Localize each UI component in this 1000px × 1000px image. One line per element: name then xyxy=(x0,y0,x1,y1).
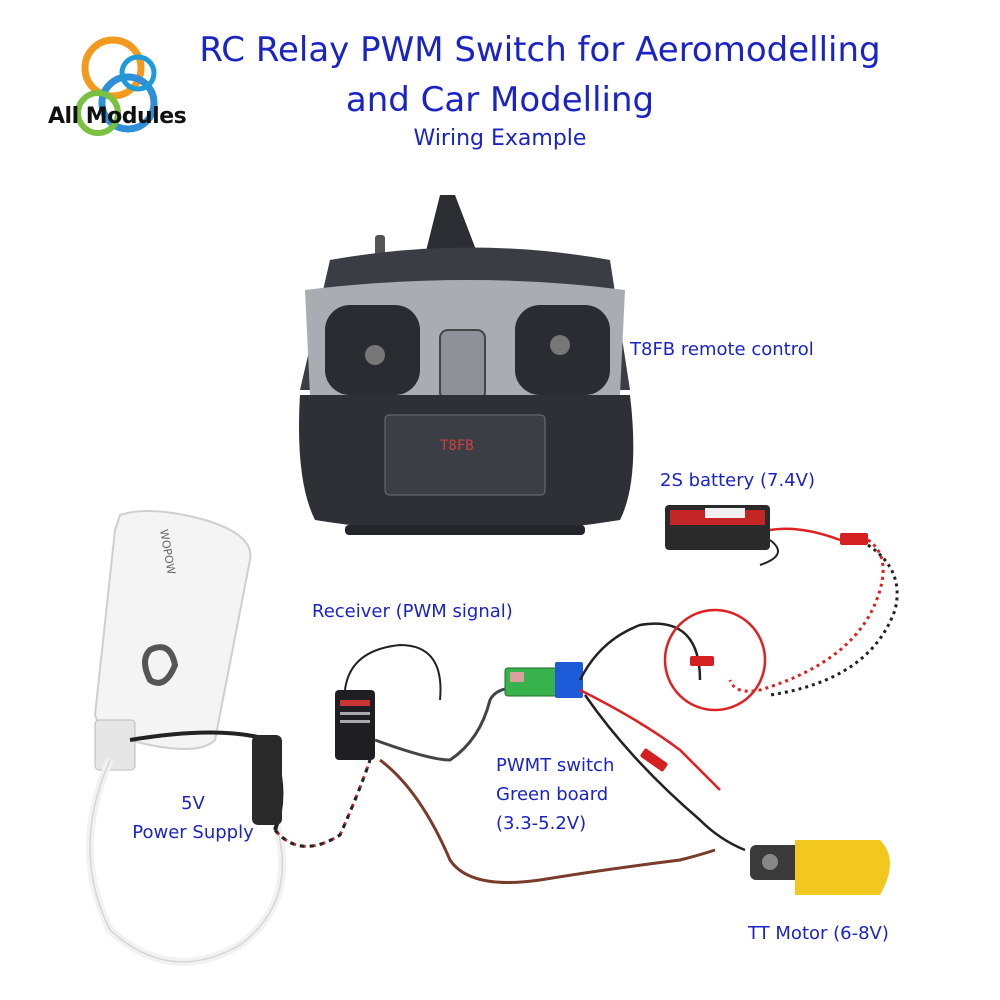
label-power-line2: Power Supply xyxy=(132,821,254,843)
logo-swirl-icon xyxy=(75,36,158,136)
label-switch-line1: PWMT switch xyxy=(496,755,615,776)
label-power-line1: 5V xyxy=(181,793,205,814)
jst-connector-motor xyxy=(640,748,668,772)
label-switch-line3: (3.3-5.2V) xyxy=(496,812,587,834)
label-remote: T8FB remote control xyxy=(630,339,814,360)
label-switch-line2: Green board xyxy=(496,783,609,805)
label-motor: TT Motor (6-8V) xyxy=(748,923,889,944)
power-bank: WOPOW xyxy=(93,510,252,771)
title-line-1: RC Relay PWM Switch for Aeromodelling xyxy=(199,30,881,70)
jst-connector xyxy=(690,656,714,666)
label-switch: PWMT switch Green board (3.3-5.2V) xyxy=(496,752,614,838)
battery xyxy=(665,505,868,566)
receiver xyxy=(335,643,442,760)
all-modules-logo: All Modules xyxy=(18,28,218,148)
remote-display-text: T8FB xyxy=(440,438,474,454)
label-power: 5V Power Supply xyxy=(118,790,268,848)
pwm-switch-board xyxy=(504,662,583,698)
remote-control: T8FB xyxy=(299,195,634,535)
tt-motor xyxy=(750,840,890,895)
label-battery: 2S battery (7.4V) xyxy=(660,470,816,491)
logo-text: All Modules xyxy=(48,104,187,129)
subtitle: Wiring Example xyxy=(413,126,587,151)
barrel-plug xyxy=(252,735,282,825)
title-line-2: and Car Modelling xyxy=(345,80,655,120)
label-receiver: Receiver (PWM signal) xyxy=(312,601,513,622)
